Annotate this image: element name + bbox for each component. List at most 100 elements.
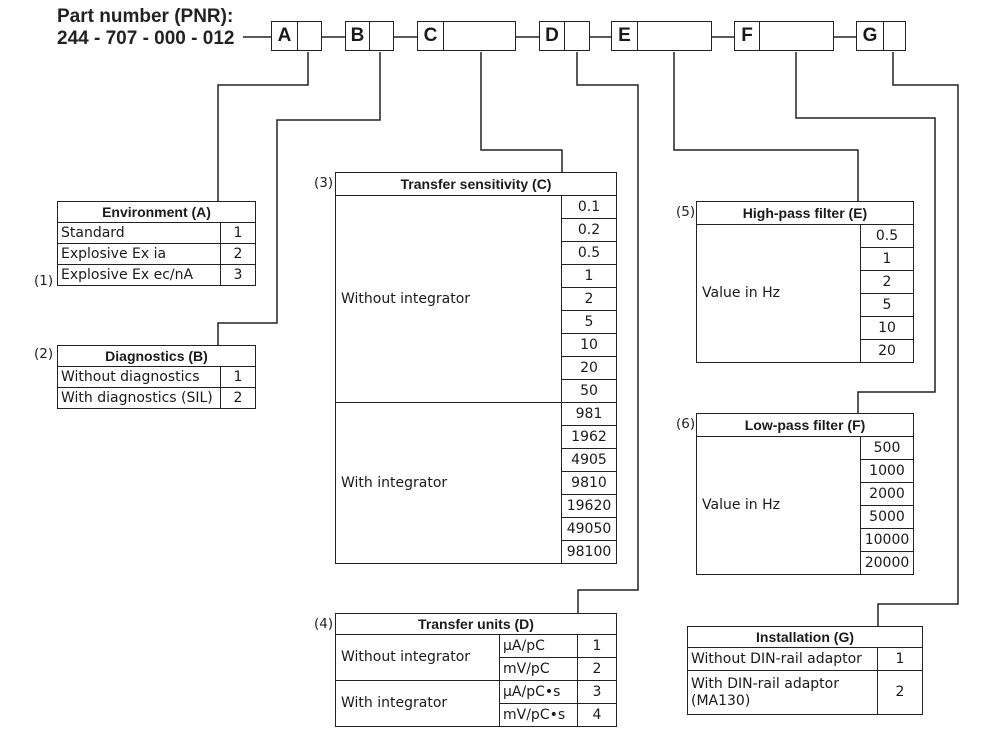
sensitivity-value: 4905 <box>561 448 617 472</box>
sensitivity-value: 981 <box>561 402 617 426</box>
position-box-a: A <box>271 21 322 51</box>
low-pass-value: 5000 <box>860 505 914 529</box>
table-row: With integrator µA/pC•s 3 <box>335 680 617 727</box>
sensitivity-value: 10 <box>561 333 617 357</box>
marker-4: (4) <box>314 616 334 632</box>
table-row: 10000 <box>697 528 914 552</box>
unit-name: mV/pC <box>499 657 578 681</box>
position-letter-d: D <box>540 22 565 50</box>
unit-value: 3 <box>577 680 617 704</box>
low-pass-table: Low-pass filter (F) Value in Hz 500 1000… <box>696 413 914 575</box>
table-row: 50 <box>336 379 617 403</box>
high-pass-value: 10 <box>860 316 914 340</box>
environment-label: Explosive Ex ec/nA <box>57 264 221 286</box>
table-row: 10 <box>697 316 914 340</box>
unit-name: µA/pC•s <box>499 680 578 704</box>
environment-value: 3 <box>219 264 257 286</box>
environment-title: Environment (A) <box>56 201 257 223</box>
units-group-label: With integrator <box>335 680 500 727</box>
environment-label: Explosive Ex ia <box>57 243 221 265</box>
environment-value: 2 <box>219 243 257 265</box>
table-row: 9810 <box>336 471 617 495</box>
table-row: Value in Hz 500 <box>696 436 914 575</box>
high-pass-table: High-pass filter (E) Value in Hz 0.5 1 2… <box>696 201 914 363</box>
low-pass-label: Value in Hz <box>696 436 861 575</box>
sensitivity-group-label: With integrator <box>335 402 562 564</box>
marker-6: (6) <box>676 416 696 432</box>
table-row: Value in Hz 0.5 <box>696 224 914 363</box>
table-row: Without integrator 0.1 <box>335 195 617 403</box>
table-row: Without integrator µA/pC 1 <box>335 634 617 681</box>
unit-name: µA/pC <box>499 634 578 658</box>
diagnostics-value: 1 <box>220 366 256 388</box>
table-row: Explosive Ex ia 2 <box>57 243 257 265</box>
position-box-b: B <box>345 21 394 51</box>
position-letter-f: F <box>735 22 760 50</box>
unit-name: mV/pC•s <box>499 703 578 727</box>
diagnostics-label: With diagnostics (SIL) <box>57 387 221 409</box>
position-box-g: G <box>856 21 906 51</box>
sensitivity-value: 1 <box>561 264 617 288</box>
table-row: 98100 <box>336 540 617 564</box>
table-row: 20000 <box>697 551 914 575</box>
marker-5: (5) <box>676 204 696 220</box>
low-pass-value: 10000 <box>860 528 914 552</box>
low-pass-title: Low-pass filter (F) <box>696 413 914 437</box>
table-row: Without diagnostics 1 <box>57 366 256 388</box>
table-row: 1 <box>697 247 914 271</box>
position-box-d: D <box>539 21 590 51</box>
unit-value: 2 <box>577 657 617 681</box>
high-pass-label: Value in Hz <box>696 224 861 363</box>
installation-title: Installation (G) <box>687 626 923 648</box>
low-pass-value: 500 <box>860 436 914 460</box>
sensitivity-group-label: Without integrator <box>335 195 562 403</box>
position-letter-c: C <box>418 22 444 50</box>
high-pass-title: High-pass filter (E) <box>696 201 914 225</box>
table-row: With DIN-rail adaptor (MA130) 2 <box>687 670 923 715</box>
table-row: 2000 <box>697 482 914 506</box>
sensitivity-value: 2 <box>561 287 617 311</box>
sensitivity-value: 20 <box>561 356 617 380</box>
table-row: Explosive Ex ec/nA 3 <box>57 264 257 286</box>
marker-1: (1) <box>34 273 54 289</box>
high-pass-value: 5 <box>860 293 914 317</box>
sensitivity-value: 0.1 <box>561 195 617 219</box>
high-pass-value: 20 <box>860 339 914 363</box>
units-group-label: Without integrator <box>335 634 500 681</box>
position-letter-b: B <box>346 22 370 50</box>
sensitivity-value: 9810 <box>561 471 617 495</box>
environment-label: Standard <box>57 222 221 244</box>
diagnostics-title: Diagnostics (B) <box>57 345 256 367</box>
table-row: 0.5 <box>336 241 617 265</box>
position-box-f: F <box>734 21 834 51</box>
position-box-e: E <box>611 21 712 51</box>
installation-table: Installation (G) Without DIN-rail adapto… <box>687 626 923 715</box>
transfer-units-table: Transfer units (D) Without integrator µA… <box>335 613 617 727</box>
sensitivity-value: 5 <box>561 310 617 334</box>
marker-3: (3) <box>314 175 334 191</box>
table-row: 5 <box>336 310 617 334</box>
table-row: 2 <box>336 287 617 311</box>
unit-value: 4 <box>577 703 617 727</box>
diagnostics-table: Diagnostics (B) Without diagnostics 1 Wi… <box>57 345 256 409</box>
position-box-c: C <box>417 21 516 51</box>
table-row: 1962 <box>336 425 617 449</box>
sensitivity-value: 98100 <box>561 540 617 564</box>
sensitivity-value: 1962 <box>561 425 617 449</box>
high-pass-value: 1 <box>860 247 914 271</box>
diagnostics-label: Without diagnostics <box>57 366 221 388</box>
position-letter-a: A <box>272 22 298 50</box>
sensitivity-value: 19620 <box>561 494 617 518</box>
environment-value: 1 <box>219 222 257 244</box>
installation-label: Without DIN-rail adaptor <box>687 647 878 671</box>
table-row: 1 <box>336 264 617 288</box>
transfer-units-title: Transfer units (D) <box>335 613 617 635</box>
table-row: 2 <box>697 270 914 294</box>
low-pass-value: 20000 <box>860 551 914 575</box>
sensitivity-value: 0.5 <box>561 241 617 265</box>
low-pass-value: 1000 <box>860 459 914 483</box>
high-pass-value: 0.5 <box>860 224 914 248</box>
sensitivity-value: 49050 <box>561 517 617 541</box>
high-pass-value: 2 <box>860 270 914 294</box>
